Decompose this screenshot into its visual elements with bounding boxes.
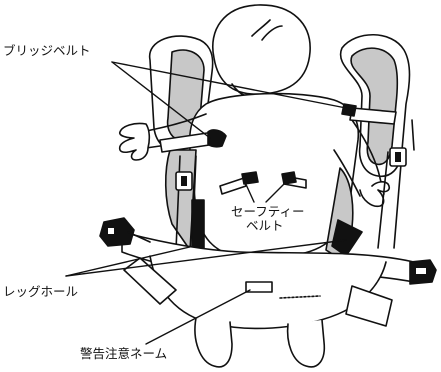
bridge-leader-1 xyxy=(111,61,211,139)
safety-belt-label-line2: ベルト xyxy=(246,218,284,233)
baby-feet xyxy=(194,317,326,368)
warning-name-label: 警告注意ネーム xyxy=(80,346,168,361)
leader-lines xyxy=(65,61,347,345)
bridge-belt-label: ブリッジベルト xyxy=(3,43,91,58)
right-shoulder-strap xyxy=(339,33,411,178)
baby-head xyxy=(212,4,311,97)
left-waist-buckle xyxy=(99,217,151,247)
leg-leader-2 xyxy=(65,239,347,277)
bridge-belt xyxy=(159,103,397,153)
baby-right-arm xyxy=(333,119,391,208)
safety-leader-2 xyxy=(265,177,291,203)
safety-leader-1 xyxy=(243,179,255,203)
leg-straps xyxy=(123,257,393,327)
leg-leader-1 xyxy=(65,245,195,277)
warning-leader xyxy=(145,289,251,345)
safety-belt-label-line1: セーフティー xyxy=(231,204,305,219)
warning-label-patch xyxy=(245,281,321,299)
leg-hole-label: レッグホール xyxy=(3,284,79,299)
right-waist-buckle xyxy=(409,259,437,285)
bridge-leader-2 xyxy=(111,61,347,109)
